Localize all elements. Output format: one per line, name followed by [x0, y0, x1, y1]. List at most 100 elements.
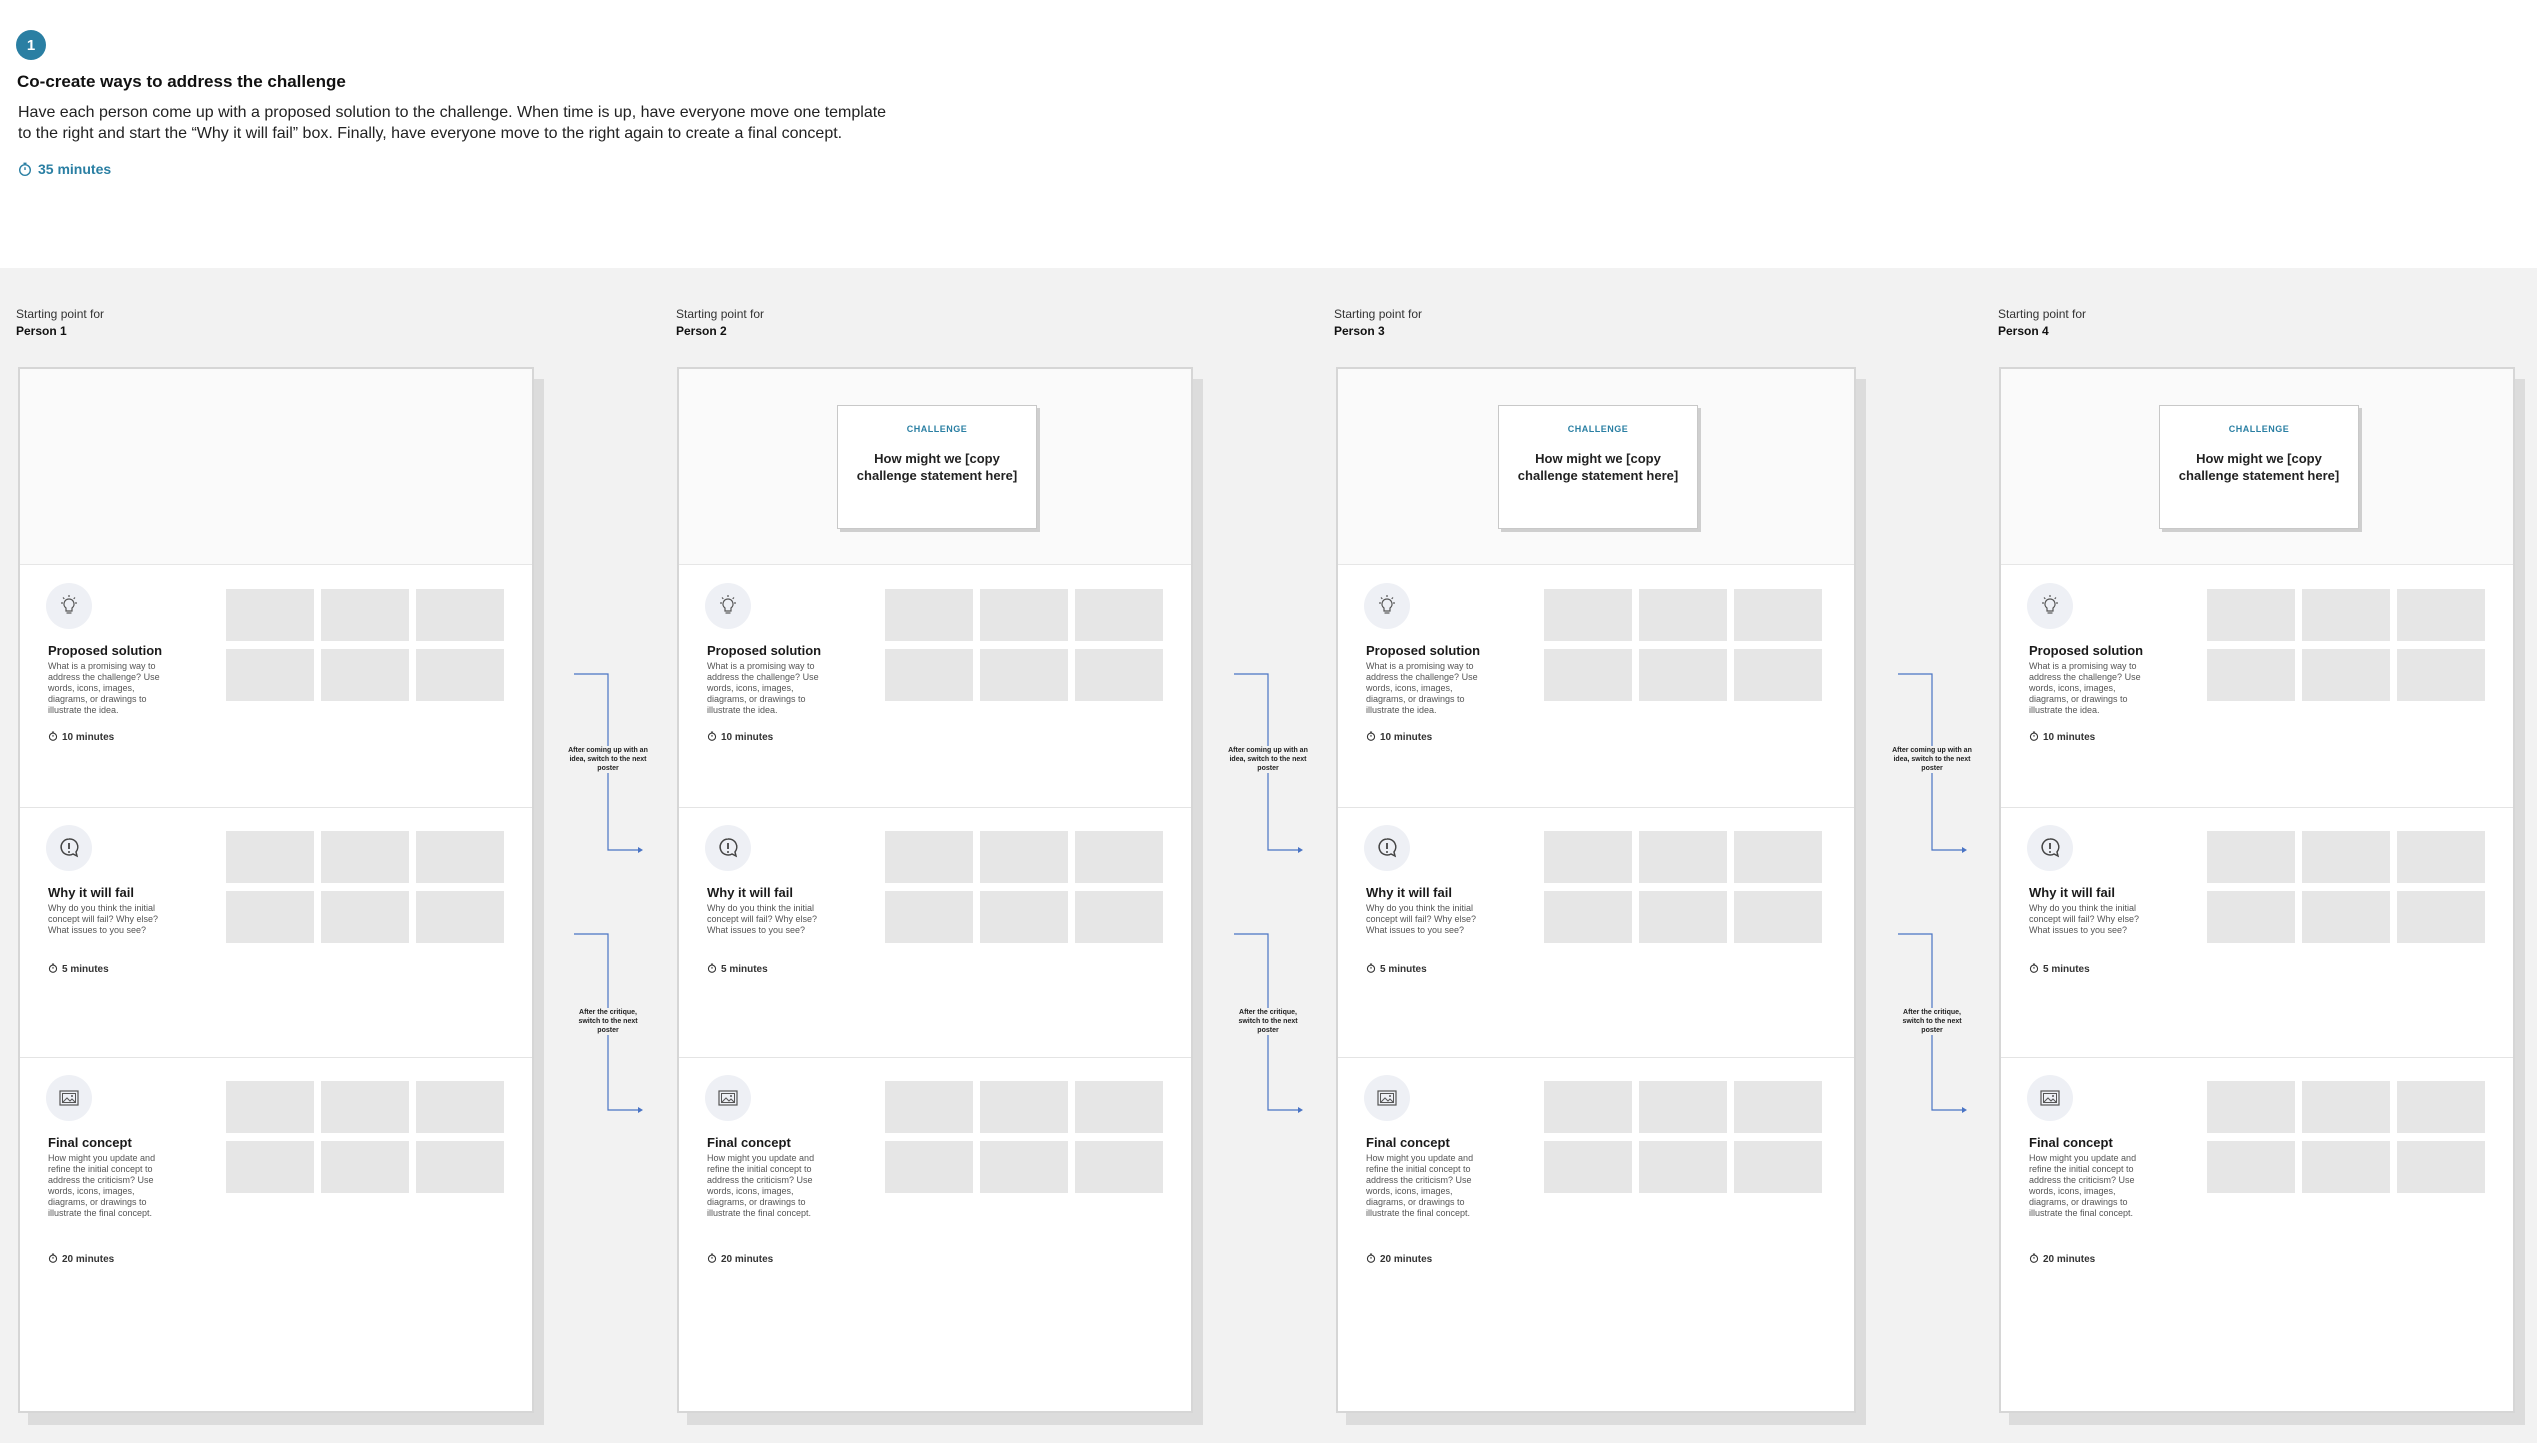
section-divider — [1338, 1057, 1854, 1058]
sticky-note[interactable] — [1734, 589, 1822, 641]
sticky-note[interactable] — [416, 649, 504, 701]
sticky-note[interactable] — [1734, 831, 1822, 883]
sticky-note[interactable] — [885, 1081, 973, 1133]
sticky-note[interactable] — [226, 1141, 314, 1193]
person-name: Person 3 — [1334, 324, 1385, 338]
sticky-note[interactable] — [2397, 831, 2485, 883]
challenge-statement[interactable]: How might we [copy challenge statement h… — [2178, 451, 2340, 483]
sticky-note[interactable] — [885, 649, 973, 701]
sticky-note[interactable] — [2302, 649, 2390, 701]
sticky-note[interactable] — [2397, 589, 2485, 641]
sticky-note[interactable] — [2207, 1141, 2295, 1193]
sticky-note[interactable] — [885, 589, 973, 641]
timer-icon — [2029, 963, 2039, 976]
section-divider — [20, 807, 532, 808]
switch-after-idea-note: After coming up with an idea, switch to … — [1228, 746, 1308, 773]
sticky-note[interactable] — [2207, 891, 2295, 943]
sticky-note[interactable] — [2397, 891, 2485, 943]
time-label: 20 minutes — [62, 1254, 115, 1265]
sticky-note[interactable] — [2207, 831, 2295, 883]
lightbulb-icon — [2027, 583, 2073, 629]
sticky-note[interactable] — [1734, 1081, 1822, 1133]
sticky-note[interactable] — [2302, 589, 2390, 641]
exclamation-bubble-icon — [2027, 825, 2073, 871]
sticky-note[interactable] — [1075, 649, 1163, 701]
sticky-note[interactable] — [321, 891, 409, 943]
sticky-note[interactable] — [980, 891, 1068, 943]
sticky-note[interactable] — [321, 1081, 409, 1133]
sticky-note[interactable] — [1075, 831, 1163, 883]
sticky-note[interactable] — [226, 891, 314, 943]
sticky-note[interactable] — [1075, 589, 1163, 641]
sticky-note[interactable] — [1544, 589, 1632, 641]
sticky-note[interactable] — [885, 1141, 973, 1193]
sticky-note[interactable] — [2302, 831, 2390, 883]
sticky-note[interactable] — [416, 831, 504, 883]
sticky-note[interactable] — [1639, 831, 1727, 883]
sticky-note[interactable] — [226, 589, 314, 641]
sticky-note[interactable] — [2302, 1081, 2390, 1133]
sticky-note[interactable] — [980, 1141, 1068, 1193]
sticky-note[interactable] — [1075, 891, 1163, 943]
sticky-note[interactable] — [416, 891, 504, 943]
final-concept-time: 20 minutes — [48, 1253, 114, 1266]
why-it-will-fail-time: 5 minutes — [2029, 963, 2090, 976]
sticky-note[interactable] — [1639, 891, 1727, 943]
sticky-note[interactable] — [1544, 831, 1632, 883]
sticky-note[interactable] — [1639, 1141, 1727, 1193]
challenge-statement[interactable]: How might we [copy challenge statement h… — [1517, 451, 1679, 483]
sticky-note[interactable] — [2302, 1141, 2390, 1193]
why-it-will-fail-description: Why do you think the initial concept wil… — [707, 903, 818, 935]
sticky-note[interactable] — [2207, 649, 2295, 701]
sticky-note[interactable] — [2302, 891, 2390, 943]
sticky-note[interactable] — [1544, 1081, 1632, 1133]
sticky-note[interactable] — [2207, 1081, 2295, 1133]
sticky-note[interactable] — [1544, 1141, 1632, 1193]
sticky-note[interactable] — [321, 831, 409, 883]
sticky-note[interactable] — [980, 589, 1068, 641]
sticky-note[interactable] — [1734, 1141, 1822, 1193]
sticky-note[interactable] — [1075, 1081, 1163, 1133]
time-label: 20 minutes — [1380, 1254, 1433, 1265]
sticky-note[interactable] — [2397, 1141, 2485, 1193]
sticky-note[interactable] — [885, 831, 973, 883]
proposed-solution-title: Proposed solution — [707, 643, 822, 658]
sticky-note[interactable] — [1544, 891, 1632, 943]
sticky-note[interactable] — [980, 831, 1068, 883]
sticky-note[interactable] — [416, 1141, 504, 1193]
sticky-note[interactable] — [1639, 1081, 1727, 1133]
proposed-solution-time: 10 minutes — [707, 731, 773, 744]
sticky-note[interactable] — [1544, 649, 1632, 701]
sticky-note[interactable] — [1639, 649, 1727, 701]
sticky-note[interactable] — [321, 589, 409, 641]
final-concept-description: How might you update and refine the init… — [48, 1153, 156, 1218]
sticky-note[interactable] — [416, 589, 504, 641]
sticky-note[interactable] — [980, 1081, 1068, 1133]
sticky-note[interactable] — [980, 649, 1068, 701]
challenge-statement[interactable]: How might we [copy challenge statement h… — [856, 451, 1018, 483]
sticky-note[interactable] — [2397, 649, 2485, 701]
proposed-solution-title: Proposed solution — [1366, 643, 1481, 658]
sticky-note[interactable] — [226, 831, 314, 883]
sticky-note[interactable] — [321, 1141, 409, 1193]
sticky-note[interactable] — [1734, 891, 1822, 943]
sticky-note[interactable] — [416, 1081, 504, 1133]
sticky-note[interactable] — [1639, 589, 1727, 641]
sticky-note[interactable] — [1734, 649, 1822, 701]
sticky-note[interactable] — [885, 891, 973, 943]
sticky-note[interactable] — [226, 1081, 314, 1133]
sticky-note[interactable] — [226, 649, 314, 701]
sticky-note[interactable] — [321, 649, 409, 701]
sticky-note[interactable] — [2207, 589, 2295, 641]
sticky-note[interactable] — [1075, 1141, 1163, 1193]
sticky-note[interactable] — [2397, 1081, 2485, 1133]
